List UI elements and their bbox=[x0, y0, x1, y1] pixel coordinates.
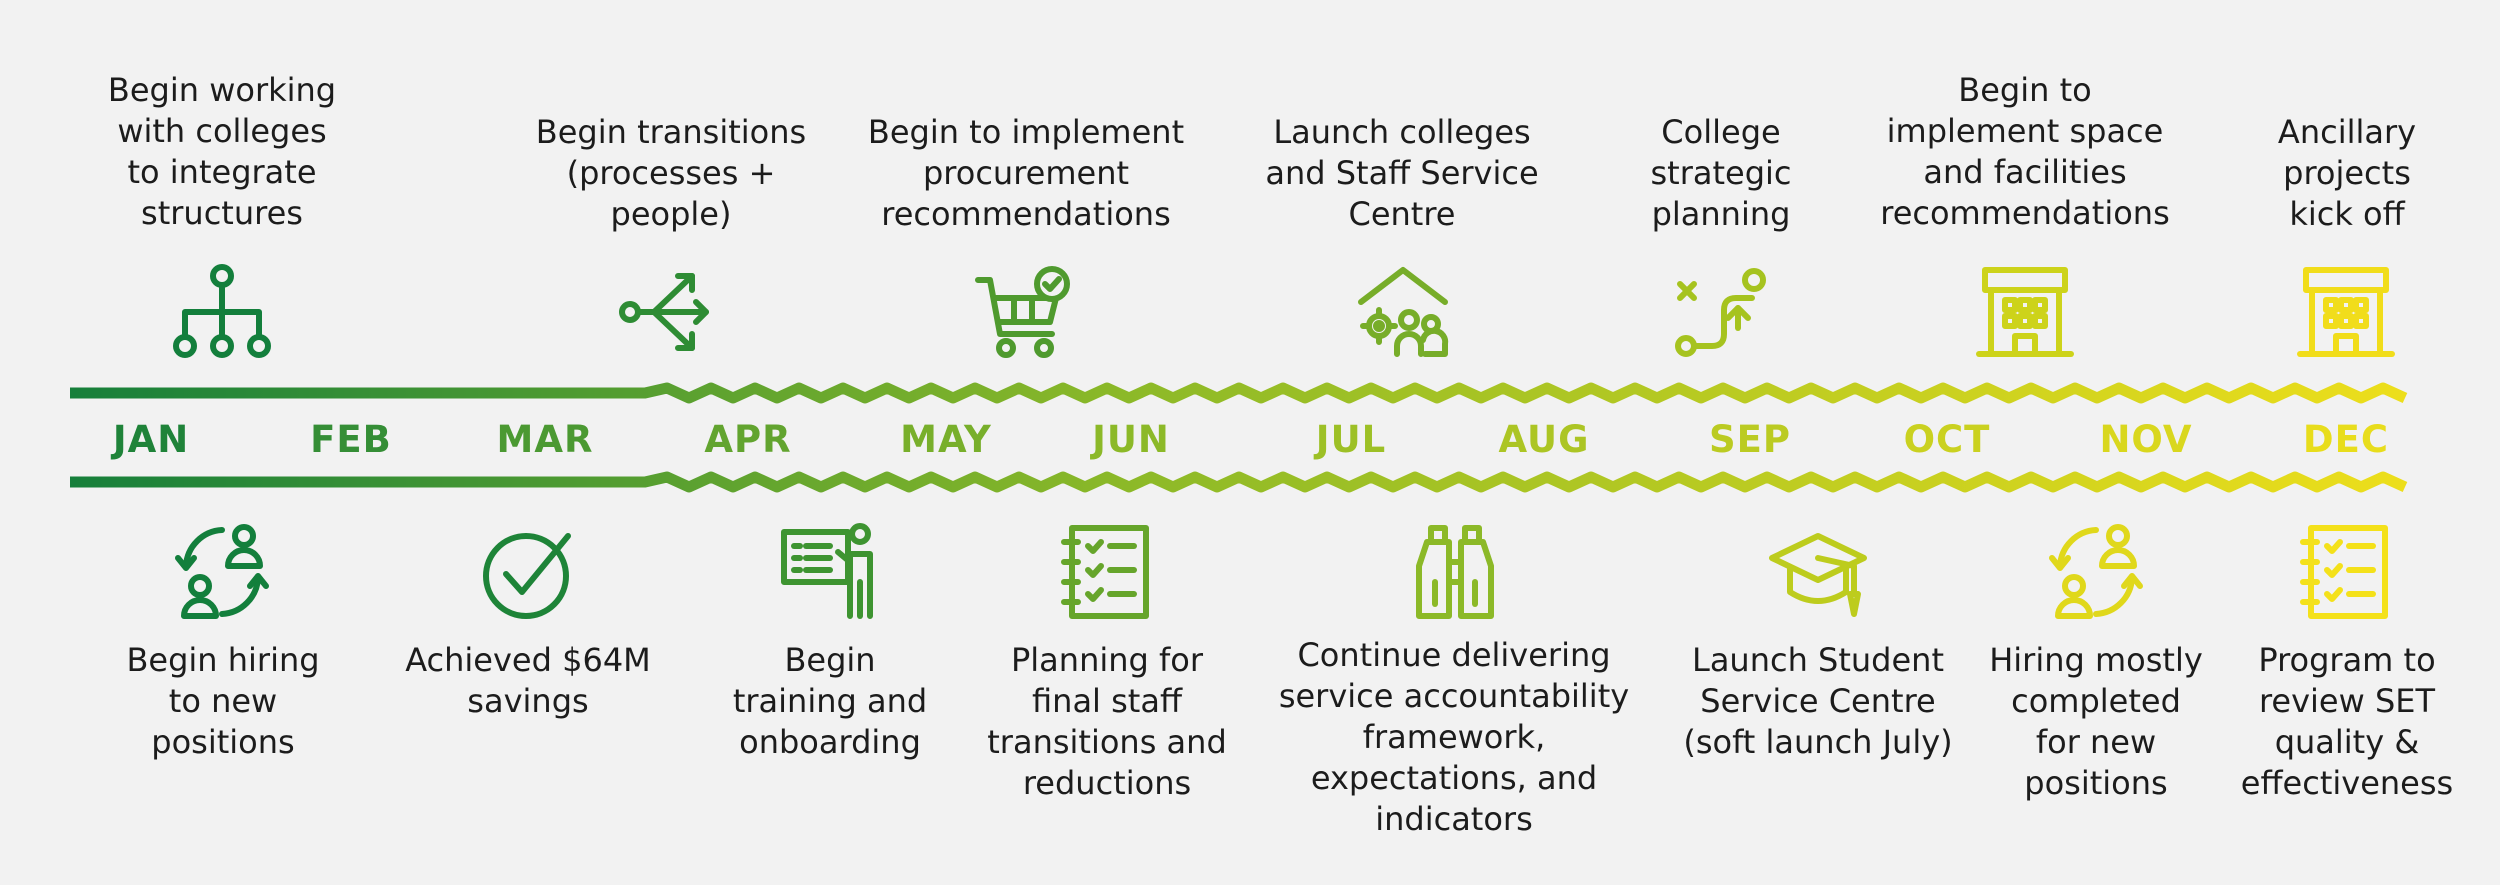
timeline-band bbox=[70, 382, 2408, 493]
house-gear-people-icon bbox=[1353, 262, 1453, 362]
month-aug: AUG bbox=[1498, 418, 1590, 461]
month-apr: APR bbox=[704, 418, 792, 461]
month-dec: DEC bbox=[2302, 418, 2390, 461]
month-feb: FEB bbox=[310, 418, 392, 461]
people-exchange-icon bbox=[172, 522, 272, 622]
presenter-board-icon bbox=[780, 522, 880, 622]
binoculars-icon bbox=[1405, 522, 1505, 622]
shopping-cart-check-icon bbox=[974, 262, 1074, 362]
checklist-notebook-icon bbox=[2297, 522, 2397, 622]
month-oct: OCT bbox=[1903, 418, 1991, 461]
org-chart-icon bbox=[172, 262, 272, 362]
month-sep: SEP bbox=[1708, 418, 1792, 461]
strategy-path-icon bbox=[1670, 262, 1770, 362]
building-icon bbox=[1975, 262, 2075, 362]
check-circle-icon bbox=[478, 522, 578, 622]
checklist-notebook-icon bbox=[1058, 522, 1158, 622]
timeline-top-line bbox=[70, 382, 2408, 404]
month-nov: NOV bbox=[2099, 418, 2193, 461]
building-icon bbox=[2296, 262, 2396, 362]
people-exchange-icon bbox=[2046, 522, 2146, 622]
month-jun: JUN bbox=[1092, 418, 1170, 461]
month-jan: JAN bbox=[112, 418, 190, 461]
milestone-label: Begin transitions(processes +people) bbox=[535, 113, 807, 233]
month-jul: JUL bbox=[1315, 418, 1387, 461]
graduation-cap-icon bbox=[1768, 522, 1868, 622]
branching-arrows-icon bbox=[618, 262, 718, 362]
month-may: MAY bbox=[900, 418, 992, 461]
month-mar: MAR bbox=[496, 418, 594, 461]
timeline-bottom-line bbox=[70, 471, 2408, 493]
